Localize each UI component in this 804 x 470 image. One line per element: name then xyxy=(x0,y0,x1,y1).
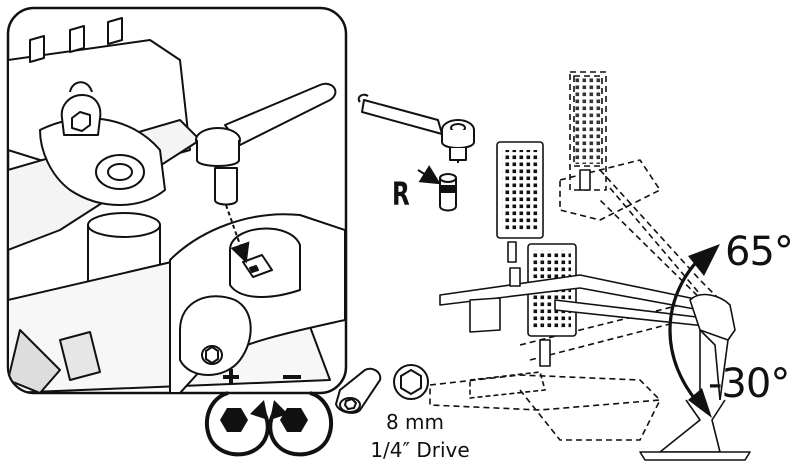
rotation-arc-arrow-icon xyxy=(668,244,720,418)
socket-marker-label: R xyxy=(392,175,410,213)
hex-bolt-icon xyxy=(393,364,429,400)
angle-down-label: -30° xyxy=(708,361,790,407)
angle-up-label: 65° xyxy=(725,229,794,275)
tighten-plus-icon xyxy=(204,369,270,457)
ratchet-wrench-icon xyxy=(357,93,475,166)
drive-size-label: 1/4″ Drive xyxy=(370,438,470,462)
loosen-minus-icon xyxy=(268,375,334,457)
seat-mechanism-drawing xyxy=(429,71,751,461)
socket-icon xyxy=(334,367,382,414)
socket-size-label: 8 mm xyxy=(385,410,445,434)
socket-icon xyxy=(417,165,457,212)
inset-detail-frame xyxy=(6,6,348,395)
